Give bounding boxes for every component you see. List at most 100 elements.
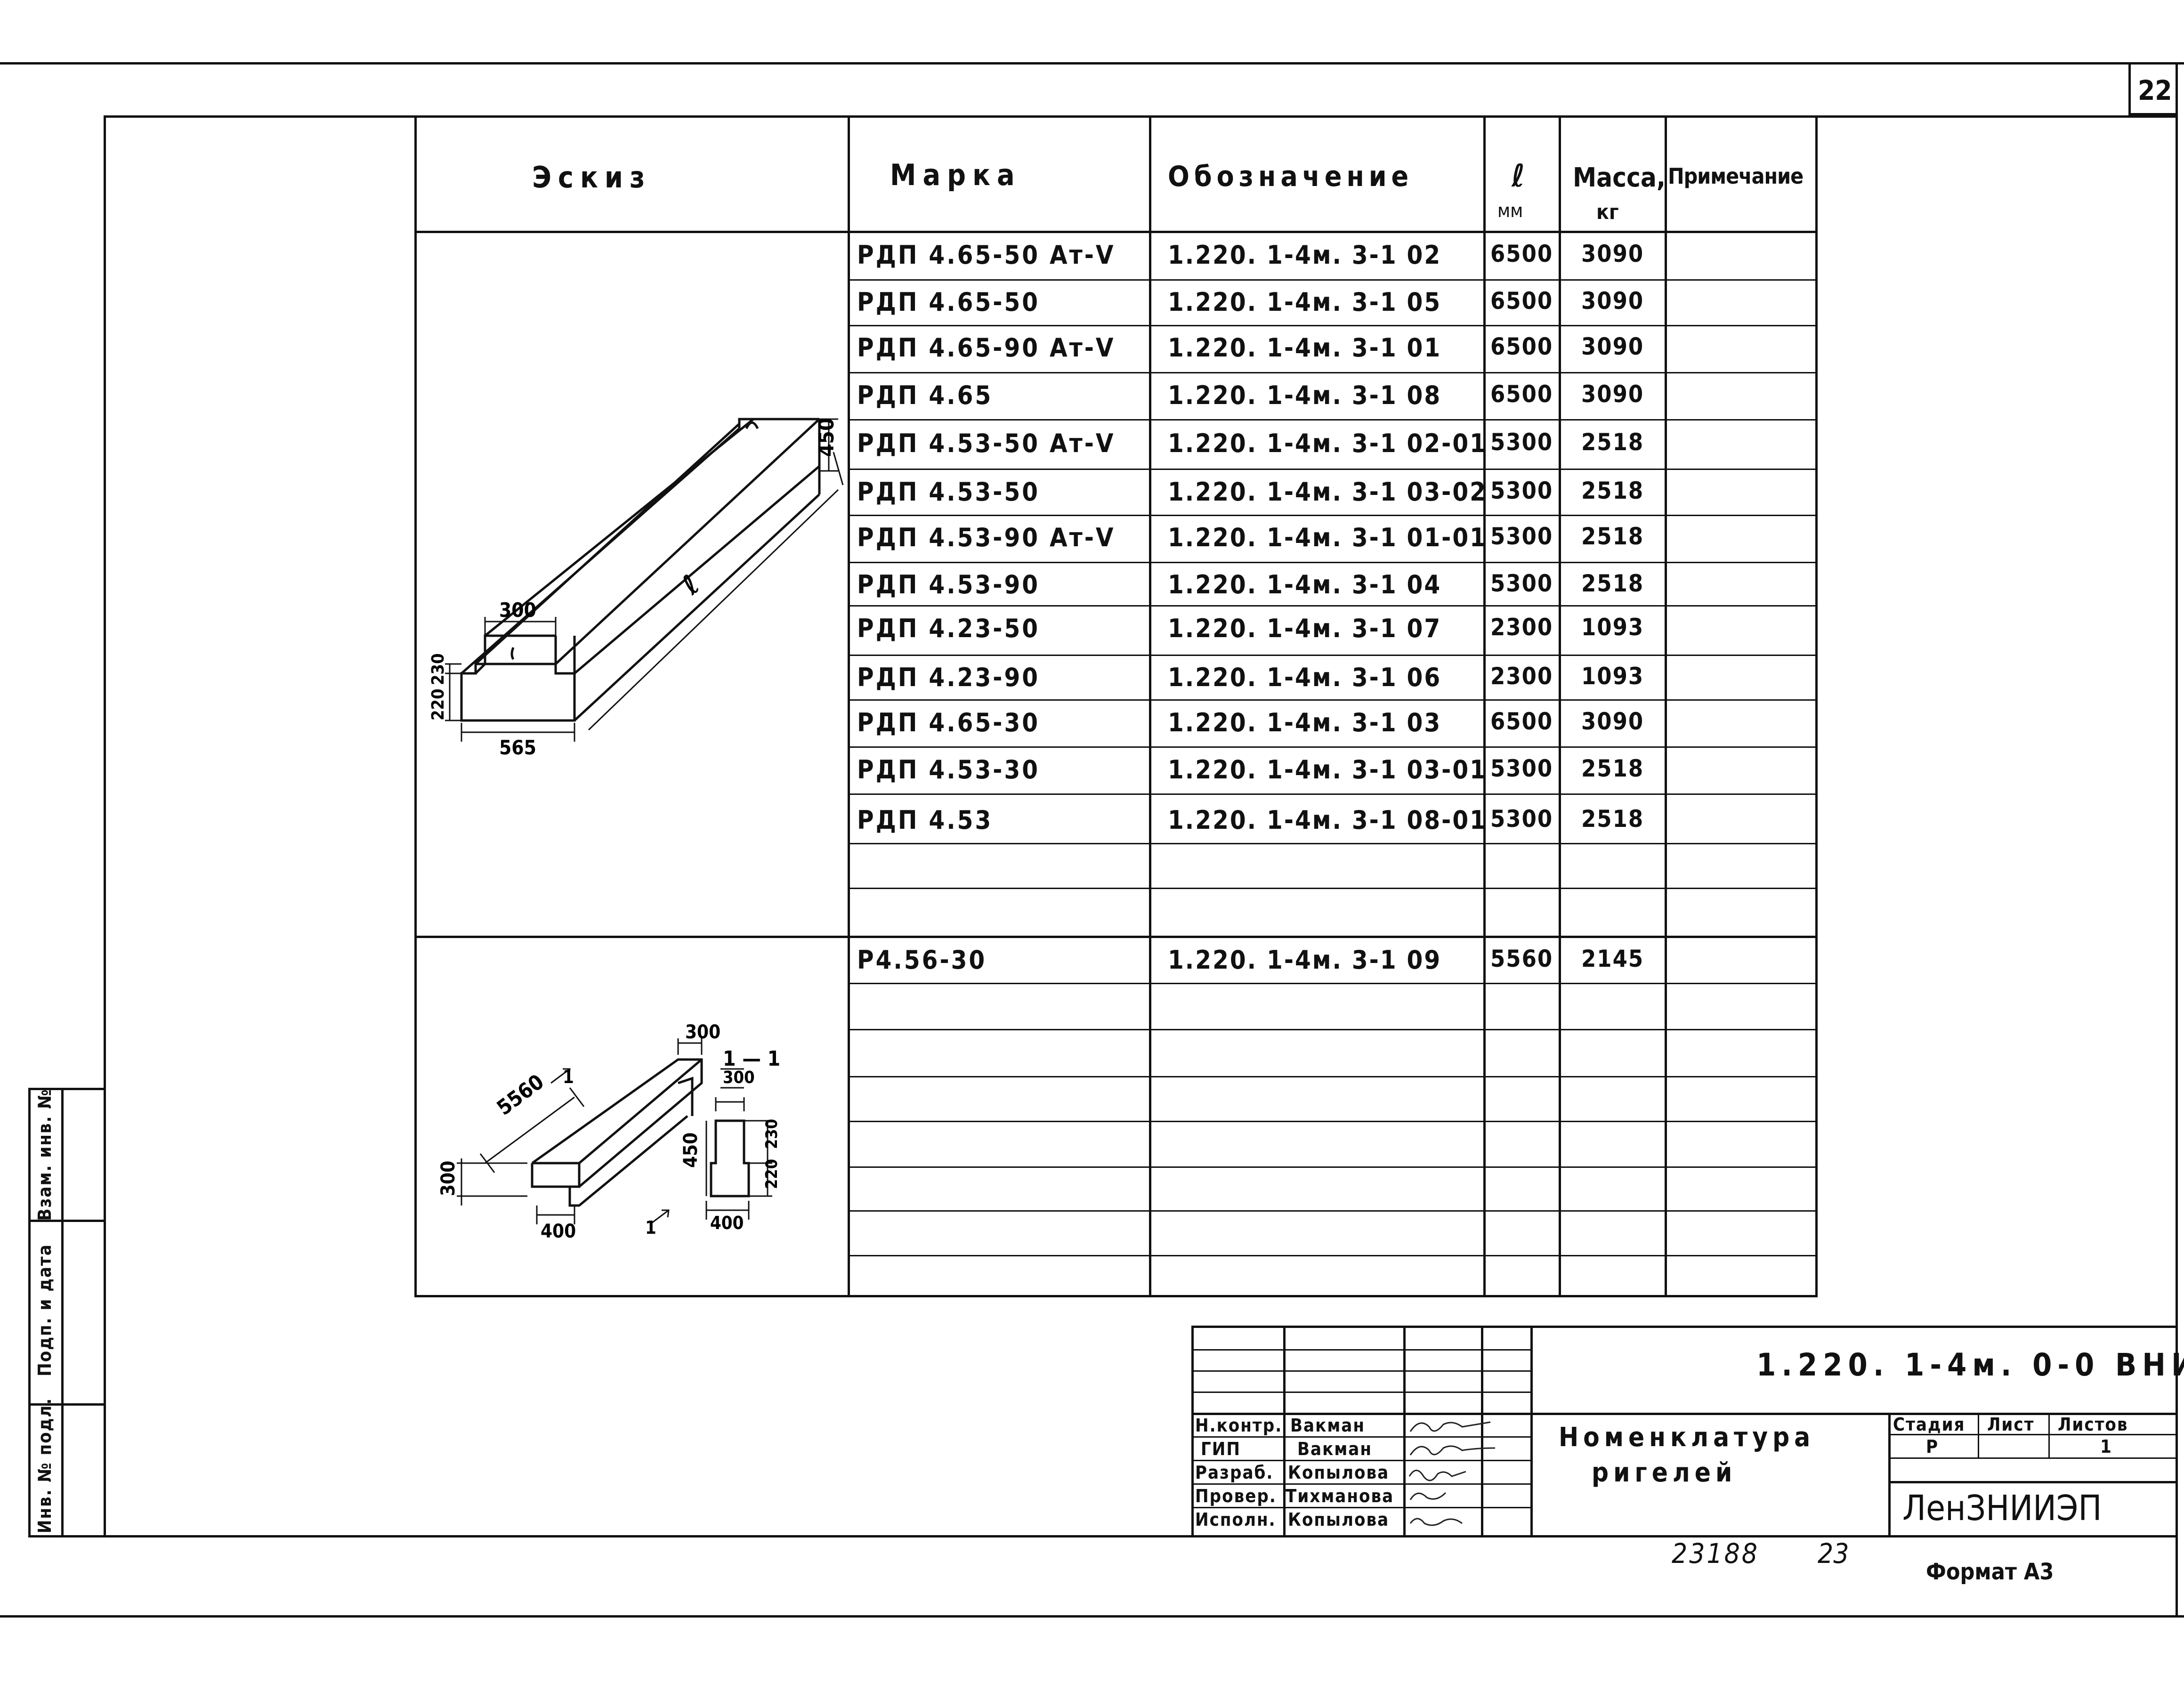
- row-11-designation: 1.220. 1-4м. 3-1 03-01: [1168, 755, 1487, 785]
- footer-page: 23: [1818, 1537, 1849, 1570]
- name-0: Вакман: [1290, 1415, 1365, 1436]
- row-7-mass: 2518: [1581, 570, 1644, 597]
- row-9-mark: РДП 4.23-90: [857, 663, 1040, 692]
- doc-title-1: Номенклатура: [1559, 1422, 1815, 1453]
- row-9-designation: 1.220. 1-4м. 3-1 06: [1168, 663, 1442, 692]
- sheet-number-box: [2128, 62, 2131, 114]
- header-sketch: Эскиз: [532, 160, 652, 194]
- row-5-length: 5300: [1490, 477, 1553, 504]
- row-1-mark: РДП 4.65-50: [857, 287, 1040, 317]
- title-block: 1.220. 1-4м. 0-0 ВНИ Номенклатура ригеле…: [1191, 1326, 2184, 1537]
- row-8-length: 2300: [1490, 614, 1553, 641]
- row-8-mark: РДП 4.23-50: [857, 614, 1040, 643]
- section-dim-300: 300: [723, 1068, 755, 1087]
- row-0-length: 6500: [1490, 240, 1553, 267]
- row-4-mass: 2518: [1581, 429, 1644, 456]
- row-11-length: 5300: [1490, 755, 1553, 782]
- beam2-dim-5560: 5560: [493, 1070, 549, 1120]
- beam2-dim-300v: 300: [437, 1161, 459, 1196]
- side-stamp-inv: Инв. № подл.: [34, 1397, 55, 1534]
- section-label: 1 — 1: [723, 1047, 780, 1071]
- sheets-label: Листов: [2058, 1414, 2128, 1435]
- doc-code: 1.220. 1-4м. 0-0 ВНИ: [1756, 1347, 2184, 1383]
- row-6-length: 5300: [1490, 523, 1553, 550]
- section-1-1: [710, 1119, 750, 1198]
- row-1-designation: 1.220. 1-4м. 3-1 05: [1168, 287, 1442, 317]
- header-designation: Обозначение: [1168, 160, 1414, 193]
- row-3-mark: РДП 4.65: [857, 380, 993, 410]
- side-stamp-sign: Подп. и дата: [34, 1244, 55, 1376]
- stage-label: Стадия: [1893, 1414, 1966, 1435]
- beam1-dim-450: 450: [815, 418, 839, 457]
- beam1-dim-300: 300: [499, 599, 536, 622]
- row-12-mass: 2518: [1581, 805, 1644, 833]
- row-6-mass: 2518: [1581, 523, 1644, 550]
- row-5-designation: 1.220. 1-4м. 3-1 03-02: [1168, 477, 1487, 507]
- row-15-mass: 2145: [1581, 945, 1644, 972]
- row-15-length: 5560: [1490, 945, 1553, 972]
- row-0-designation: 1.220. 1-4м. 3-1 02: [1168, 240, 1442, 270]
- row-7-designation: 1.220. 1-4м. 3-1 04: [1168, 570, 1442, 599]
- row-3-designation: 1.220. 1-4м. 3-1 08: [1168, 380, 1442, 410]
- header-mass-unit: кг: [1596, 200, 1619, 224]
- row-2-length: 6500: [1490, 333, 1553, 360]
- header-mass: Масса,: [1573, 162, 1666, 193]
- row-15-designation: 1.220. 1-4м. 3-1 09: [1168, 945, 1442, 975]
- row-10-mark: РДП 4.65-30: [857, 708, 1040, 737]
- sheet-label: Лист: [1987, 1414, 2035, 1435]
- row-0-mass: 3090: [1581, 240, 1644, 267]
- row-1-length: 6500: [1490, 287, 1553, 315]
- role-0: Н.контр.: [1195, 1415, 1283, 1436]
- footer-format: Формат А3: [1926, 1559, 2054, 1585]
- role-3: Провер.: [1195, 1486, 1277, 1506]
- row-12-length: 5300: [1490, 805, 1553, 833]
- row-8-designation: 1.220. 1-4м. 3-1 07: [1168, 614, 1442, 643]
- row-6-mark: РДП 4.53-90 Ат-V: [857, 523, 1116, 552]
- beam1-profile: [460, 663, 576, 722]
- section-dim-230: 230: [762, 1119, 781, 1149]
- sheets-value: 1: [2100, 1436, 2112, 1457]
- row-4-mark: РДП 4.53-50 Ат-V: [857, 429, 1116, 458]
- signatures: [1408, 1421, 1496, 1526]
- section-dim-220: 220: [762, 1159, 781, 1189]
- header-mark: Марка: [890, 158, 1021, 192]
- top-border: [0, 62, 2184, 65]
- row-6-designation: 1.220. 1-4м. 3-1 01-01: [1168, 523, 1487, 552]
- beam1-dim-220: 220: [429, 688, 448, 720]
- name-3: Тихманова: [1286, 1486, 1394, 1506]
- row-0-mark: РДП 4.65-50 Ат-V: [857, 240, 1116, 270]
- name-2: Копылова: [1288, 1462, 1390, 1483]
- role-4: Исполн.: [1195, 1509, 1276, 1530]
- beam2-dim-400: 400: [541, 1221, 576, 1242]
- name-4: Копылова: [1288, 1509, 1390, 1530]
- doc-title-2: ригелей: [1592, 1457, 1737, 1488]
- sketch-beam-2: 300 5560 300 400 1 — 1 300 450 230 220 4…: [437, 1021, 781, 1242]
- row-7-length: 5300: [1490, 570, 1553, 597]
- row-2-mass: 3090: [1581, 333, 1644, 360]
- header-length-unit: мм: [1497, 200, 1523, 222]
- row-9-mass: 1093: [1581, 663, 1644, 690]
- organization: ЛенЗНИИЭП: [1902, 1488, 2102, 1529]
- cut-mark-2: 1: [645, 1217, 656, 1238]
- nomenclature-table: Эскиз Марка Обозначение ℓ мм Масса, кг П…: [414, 115, 1818, 1297]
- name-1: Вакман: [1297, 1439, 1372, 1459]
- row-3-mass: 3090: [1581, 380, 1644, 408]
- right-border: [2176, 62, 2178, 1616]
- row-5-mark: РДП 4.53-50: [857, 477, 1040, 507]
- inner-frame-left: [104, 115, 106, 1537]
- beam2-dim-300: 300: [685, 1021, 720, 1043]
- row-11-mark: РДП 4.53-30: [857, 755, 1040, 785]
- row-7-mark: РДП 4.53-90: [857, 570, 1040, 599]
- row-8-mass: 1093: [1581, 614, 1644, 641]
- inner-frame-top: [104, 115, 2176, 118]
- beam1-dim-230: 230: [429, 653, 448, 685]
- row-10-mass: 3090: [1581, 708, 1644, 735]
- stage-value: Р: [1926, 1436, 1939, 1457]
- bottom-border: [0, 1615, 2184, 1618]
- row-2-mark: РДП 4.65-90 Ат-V: [857, 333, 1116, 363]
- header-note: Примечание: [1668, 163, 1804, 189]
- row-4-length: 5300: [1490, 429, 1553, 456]
- role-1: ГИП: [1201, 1439, 1241, 1459]
- row-10-designation: 1.220. 1-4м. 3-1 03: [1168, 708, 1442, 737]
- beam1-dim-565: 565: [499, 736, 536, 759]
